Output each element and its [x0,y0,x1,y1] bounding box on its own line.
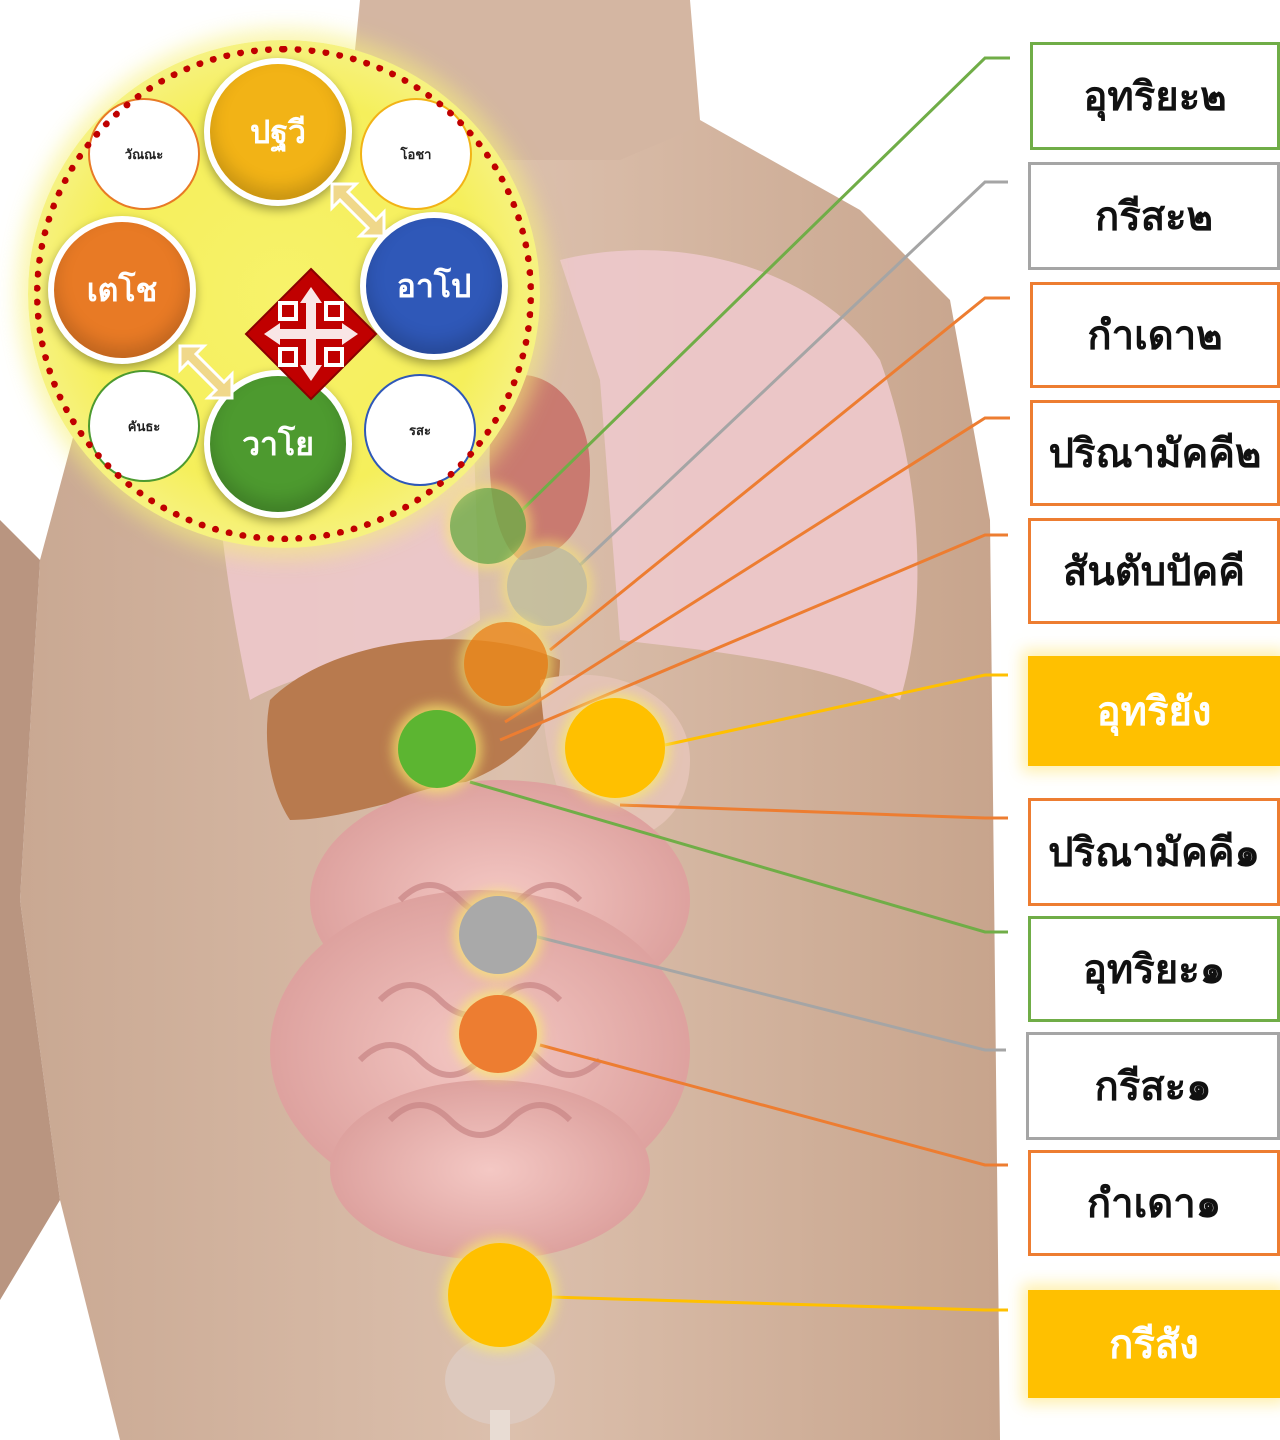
quality-oja-label: โอชา [401,144,432,165]
label-parinam2: ปริณามัคคี๒ [1030,400,1280,506]
label-krisang: กรีสัง [1028,1290,1280,1398]
marker-krisa1 [459,896,537,974]
marker-kamdao2 [464,622,548,706]
quality-rasa-label: รสะ [409,420,431,441]
element-wheel: ปฐวี อาโป วาโย เตโช วัณณะ โอชา คันธะ รสะ [28,40,540,548]
four-way-arrow-icon [242,265,380,403]
double-arrow-icon [174,340,238,404]
element-tejo: เตโช [48,216,196,364]
label-utariyang: อุทริยัง [1028,656,1280,766]
marker-utariya2 [450,488,526,564]
quality-gandha-label: คันธะ [128,416,161,437]
label-text: กำเดา๑ [1087,1171,1221,1235]
element-apo: อาโป [360,212,508,360]
marker-utariya1 [398,710,476,788]
label-text: อุทริยัง [1097,679,1212,743]
label-utariya2: อุทริยะ๒ [1030,42,1280,150]
label-text: กรีสะ๑ [1095,1054,1212,1118]
element-tejo-label: เตโช [87,265,158,316]
element-vayo: วาโย [204,370,352,518]
label-text: กรีสะ๒ [1095,184,1213,248]
label-utariya1: อุทริยะ๑ [1028,916,1280,1022]
label-krisa2: กรีสะ๒ [1028,162,1280,270]
label-santap: สันตับปัคคี [1028,518,1280,624]
label-text: ปริณามัคคี๒ [1049,421,1262,485]
element-pathavi-label: ปฐวี [250,107,306,158]
marker-utariyang [565,698,665,798]
label-text: อุทริยะ๒ [1083,64,1226,128]
label-text: อุทริยะ๑ [1083,937,1225,1001]
marker-krisang [448,1243,552,1347]
label-text: ปริณามัคคี๑ [1048,820,1260,884]
label-text: กำเดา๒ [1087,303,1222,367]
quality-oja: โอชา [360,98,472,210]
label-krisa1: กรีสะ๑ [1026,1032,1280,1140]
label-kamdao2: กำเดา๒ [1030,282,1280,388]
double-arrow-icon [326,178,390,242]
quality-vanna-label: วัณณะ [125,144,163,165]
element-vayo-label: วาโย [242,419,314,470]
quality-rasa: รสะ [364,374,476,486]
label-text: กรีสัง [1109,1312,1199,1376]
quality-vanna: วัณณะ [88,98,200,210]
marker-krisa2 [507,546,587,626]
label-parinam1: ปริณามัคคี๑ [1028,798,1280,906]
label-kamdao1: กำเดา๑ [1028,1150,1280,1256]
quality-gandha: คันธะ [88,370,200,482]
label-text: สันตับปัคคี [1063,539,1245,603]
element-apo-label: อาโป [397,261,472,312]
element-pathavi: ปฐวี [204,58,352,206]
marker-kamdao1 [459,995,537,1073]
